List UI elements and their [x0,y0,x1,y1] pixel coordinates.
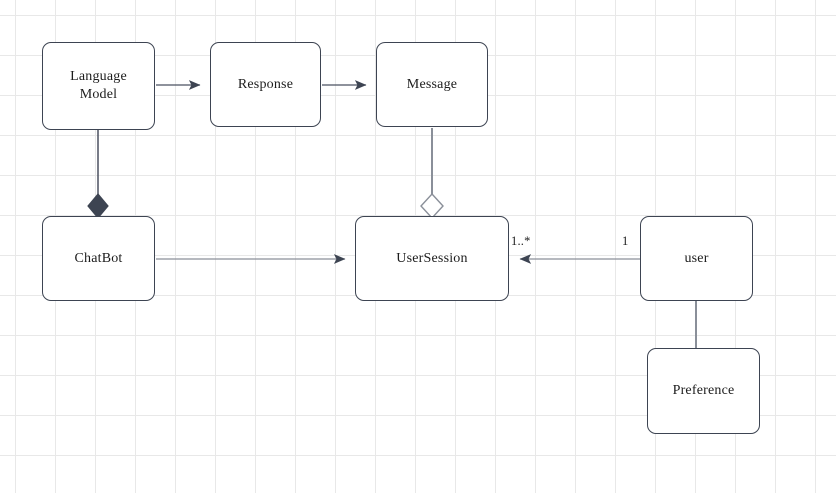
node-label-line2: Model [79,87,118,102]
node-label-user: user [684,250,709,266]
filled-diamond-marker [87,193,109,219]
node-language-model[interactable]: Language Model [42,42,155,130]
node-label-preference: Preference [672,383,735,398]
node-label-line1: Language [70,69,127,84]
node-message[interactable]: Message [376,42,488,127]
node-label-chatbot: ChatBot [74,250,123,266]
node-usersession[interactable]: UserSession [355,216,509,301]
multiplicity-label-source-user: 1 [622,234,629,248]
node-label-response: Response [237,76,294,92]
node-user[interactable]: user [640,216,753,301]
multiplicity-label-target-usersession: 1..* [511,234,531,248]
hollow-diamond-marker [420,192,444,220]
edge-chatbot-composition-language-model [87,130,109,219]
node-label-message: Message [406,76,458,92]
node-label-language-model: Language Model [70,68,127,104]
node-chatbot[interactable]: ChatBot [42,216,155,301]
node-label-usersession: UserSession [396,250,468,266]
node-preference[interactable]: Preference [647,348,760,434]
edge-usersession-aggregation-message [420,128,444,220]
node-response[interactable]: Response [210,42,321,127]
